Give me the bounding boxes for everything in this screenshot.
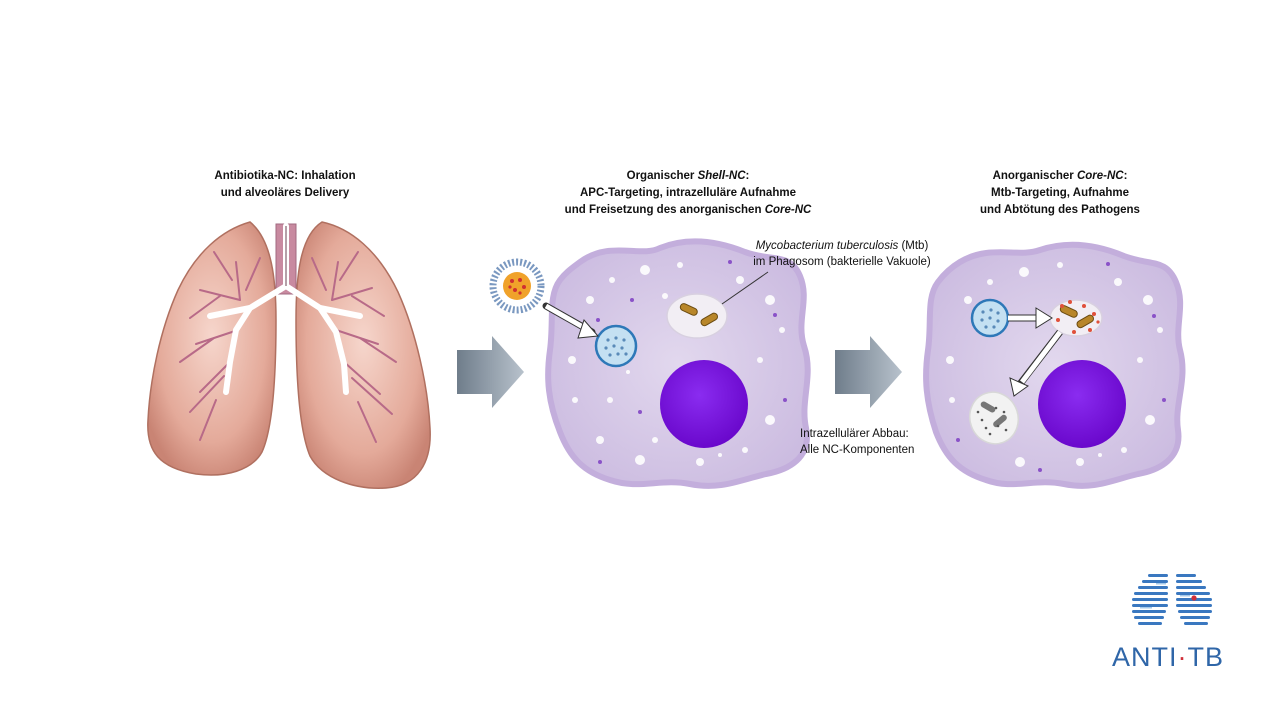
abbau-annotation-line2: Alle NC-Komponenten: [800, 444, 915, 456]
bronchial-branches: [179, 251, 397, 443]
granules-1: [596, 260, 787, 464]
degraded-bacteria: [976, 401, 1008, 436]
logo-red-dot: [1191, 595, 1197, 601]
shell-title-line1: Organischer Shell-NC:: [626, 170, 750, 182]
shell-title-line3: und Freisetzung des anorganischen Core-N…: [564, 204, 812, 216]
abbau-annotation: Intrazellulärer Abbau: Alle NC-Komponent…: [800, 426, 950, 458]
lungs-illustration: [147, 221, 431, 489]
bacterium-1b: [700, 312, 719, 327]
right-lung: [295, 221, 431, 489]
nucleus-1: [660, 360, 748, 448]
logo-text-tb: TB: [1187, 642, 1225, 672]
shell-title-line2: APC-Targeting, intrazelluläre Aufnahme: [580, 187, 796, 199]
nc-dots-2: [980, 308, 1000, 329]
cell-membrane-1: [545, 238, 811, 489]
block-arrow-2: [835, 336, 902, 408]
bacterium-2a: [1059, 305, 1078, 318]
nanocarrier-in-cell-1: [594, 324, 638, 368]
lung-title-line2: und alveoläres Delivery: [220, 187, 350, 199]
core-panel-title: Anorganischer Core-NC: Mtb-Targeting, Au…: [950, 168, 1170, 219]
vesicles-1: [568, 262, 785, 466]
nc-dots-1: [604, 336, 628, 357]
bacterium-1a: [679, 303, 698, 316]
free-nanocarrier: [489, 258, 545, 314]
core-title-line3: und Abtötung des Pathogens: [980, 204, 1140, 216]
anti-tb-logo-icon: [1132, 574, 1212, 625]
macrophage-cell-1: [489, 238, 811, 489]
shell-panel-title: Organischer Shell-NC: APC-Targeting, int…: [548, 168, 828, 219]
core-title-line1: Anorganischer Core-NC:: [992, 170, 1128, 182]
abbau-annotation-line1: Intrazellulärer Abbau:: [800, 428, 909, 440]
block-arrow-1: [457, 336, 524, 408]
lung-panel-title: Antibiotika-NC: Inhalation und alveoläre…: [185, 168, 385, 202]
nc-particles-on-mtb: [1056, 300, 1100, 334]
mtb-annotation-line2: im Phagosom (bakterielle Vakuole): [753, 256, 931, 268]
logo-text-anti: ANTI: [1112, 642, 1178, 672]
mtb-pointer-line: [721, 271, 769, 305]
bacterium-2b: [1076, 314, 1095, 329]
nucleus-2: [1038, 360, 1126, 448]
mtb-annotation: Mycobacterium tuberculosis (Mtb) im Phag…: [712, 238, 972, 270]
macrophage-cell-2: [923, 241, 1186, 489]
cell-membrane-2: [923, 241, 1186, 489]
lung-title-line1: Antibiotika-NC: Inhalation: [214, 170, 356, 182]
mtb-annotation-line1: Mycobacterium tuberculosis (Mtb): [755, 240, 929, 252]
left-lung: [147, 221, 277, 476]
core-title-line2: Mtb-Targeting, Aufnahme: [991, 187, 1129, 199]
logo-text-dot: ·: [1177, 642, 1188, 672]
vesicles-2: [946, 262, 1163, 467]
anti-tb-logo-text: ANTI·TB: [1112, 642, 1224, 673]
